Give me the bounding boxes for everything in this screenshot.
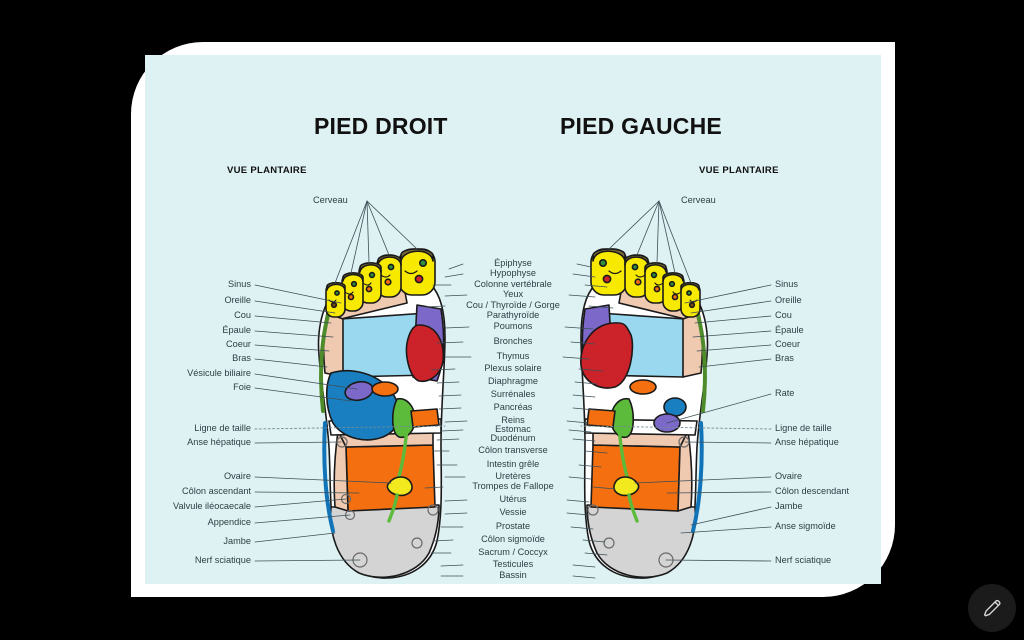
feet-illustration <box>254 200 772 579</box>
reflex-label: Nerf sciatique <box>775 555 832 566</box>
reflex-label: Cou <box>234 310 251 321</box>
reflex-label: Oreille <box>224 295 251 306</box>
reflex-label: Reins <box>501 415 525 426</box>
reflex-label: Coeur <box>775 339 801 350</box>
reflex-label: Cou / Thyroïde / Gorge <box>466 300 560 311</box>
reflex-label: Oreille <box>775 295 802 306</box>
reflex-label: Trompes de Fallope <box>472 481 554 492</box>
page-title-left-foot: PIED GAUCHE <box>560 113 722 139</box>
reflex-label: Sacrum / Coccyx <box>478 547 548 558</box>
reflex-label: Foie <box>233 382 251 393</box>
label-brain-right: Cerveau <box>313 195 348 205</box>
reflex-label: Uretères <box>495 471 531 482</box>
label-brain-left: Cerveau <box>681 195 716 205</box>
reflex-label: Ovaire <box>775 471 803 482</box>
leader-lines-right <box>634 284 772 562</box>
reflex-label: Hypophyse <box>490 268 536 279</box>
reflex-label: Vessie <box>499 507 527 518</box>
reflex-label: Valvule iléocaecale <box>173 501 251 512</box>
reflex-label: Coeur <box>225 339 251 350</box>
waist-line-right <box>254 425 446 430</box>
reflex-label: Ovaire <box>223 471 251 482</box>
leader-lines-center <box>424 263 616 579</box>
waist-line-left <box>580 425 772 430</box>
reflex-label: Sinus <box>228 279 251 290</box>
reflex-label: Utérus <box>499 494 527 505</box>
reflex-label: Rate <box>775 388 795 399</box>
reflex-label: Pancréas <box>493 402 533 413</box>
left-foot-diagram <box>580 200 709 579</box>
edit-button[interactable] <box>968 584 1016 632</box>
reflex-label: Thymus <box>496 351 530 362</box>
reflex-label: Épaule <box>775 325 804 336</box>
reflex-label: Épaule <box>222 325 251 336</box>
reflex-label: Bras <box>232 353 251 364</box>
subtitle-left-plantar-view: VUE PLANTAIRE <box>699 165 779 176</box>
leader-lines-left <box>254 284 392 562</box>
reflex-label: Côlon sigmoïde <box>481 534 545 545</box>
reflex-label: Diaphragme <box>487 376 539 387</box>
reflex-label: Côlon descendant <box>775 486 850 497</box>
reflex-label: Jambe <box>775 501 803 512</box>
reflex-label: Nerf sciatique <box>194 555 251 566</box>
reflex-label: Bassin <box>499 570 527 581</box>
reflex-label: Ligne de taille <box>194 423 251 434</box>
reflex-label: Anse hépatique <box>775 437 839 448</box>
pencil-icon <box>983 599 1001 617</box>
subtitle-right-plantar-view: VUE PLANTAIRE <box>227 165 307 176</box>
reflex-label: Appendice <box>207 517 251 528</box>
reflex-label: Poumons <box>493 321 533 332</box>
reflex-label: Prostate <box>495 521 531 532</box>
reflex-label: Jambe <box>223 536 251 547</box>
reflex-label: Estomac <box>495 424 531 435</box>
right-foot-diagram <box>317 200 446 579</box>
reflex-label: Surrénales <box>490 389 536 400</box>
reflex-label: Anse sigmoïde <box>775 521 836 532</box>
reflex-label: Ligne de taille <box>775 423 832 434</box>
reflex-label: Anse hépatique <box>187 437 251 448</box>
reflex-label: Yeux <box>502 289 524 300</box>
reflex-label: Bras <box>775 353 794 364</box>
reflex-label: Duodénum <box>490 433 536 444</box>
reflex-label: Bronches <box>493 336 533 347</box>
reflex-label: Cou <box>775 310 792 321</box>
chart-canvas: PIED DROIT PIED GAUCHE VUE PLANTAIRE VUE… <box>145 55 881 584</box>
reflexology-chart-card: PIED DROIT PIED GAUCHE VUE PLANTAIRE VUE… <box>131 42 895 597</box>
reflex-label: Parathyroïde <box>486 310 540 321</box>
page-title-right-foot: PIED DROIT <box>314 113 448 139</box>
reflex-label: Plexus solaire <box>484 363 542 374</box>
reflex-label: Côlon transverse <box>478 445 548 456</box>
reflex-label: Côlon ascendant <box>182 486 251 497</box>
reflex-label: Sinus <box>775 279 798 290</box>
reflex-label: Épiphyse <box>494 258 532 269</box>
reflex-label: Vésicule biliaire <box>187 368 251 379</box>
reflex-label: Intestin grêle <box>486 459 540 470</box>
reflex-label: Testicules <box>492 559 534 570</box>
reflex-label: Colonne vertébrale <box>474 279 552 290</box>
